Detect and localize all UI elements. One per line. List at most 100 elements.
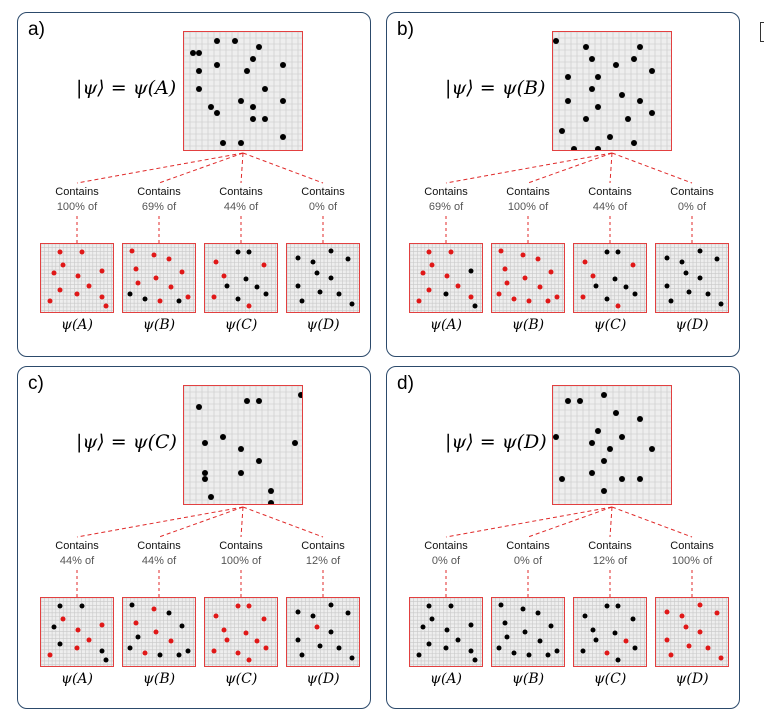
state-dot [310,259,316,264]
connector-line [527,152,613,184]
percent-text: 0% of [308,201,338,213]
basis-caption: ψ(C) [593,317,627,333]
shared-dot [580,294,586,299]
state-dot [705,291,711,297]
state-dot [697,275,703,281]
shared-dot [429,262,435,268]
state-dot [612,630,618,636]
shared-dot [705,645,711,651]
state-dot [190,50,196,56]
state-dot [295,283,301,289]
percent-text: 12% of [592,555,628,567]
state-dot [553,38,559,44]
shared-dot [224,637,230,643]
state-dot [238,140,244,146]
state-dot [250,116,256,122]
state-dot [619,476,625,482]
state-dot [623,284,629,290]
panel-label: d) [397,373,414,394]
state-dot [664,283,670,289]
connector-line [76,506,244,538]
state-dot [238,470,244,476]
state-dot [238,446,244,452]
basis-caption: ψ(C) [224,671,258,687]
basis-caption: ψ(B) [511,317,545,333]
state-dot [607,446,613,452]
state-dot [625,116,631,122]
state-dot [649,446,655,452]
state-dot [220,140,226,146]
shared-dot [679,613,685,618]
state-dot [601,458,607,464]
state-dot [416,652,422,658]
shared-dot [582,259,588,264]
shared-dot [511,296,517,302]
contains-text: Contains [301,186,345,198]
state-dot [590,627,595,632]
basis-caption: ψ(A) [60,671,93,687]
shared-dot [47,652,53,658]
percent-text: 69% of [141,201,177,213]
state-dot [127,645,133,651]
connector-line [240,506,244,538]
basis-state-grid [655,597,729,667]
state-dot [496,645,502,651]
state-dot [235,249,241,255]
shared-dot [263,645,269,651]
basis-state-grid [286,597,360,667]
state-dot [468,622,474,628]
state-dot [250,104,256,110]
state-dot [214,62,220,68]
shared-dot [718,655,724,660]
shared-dot [683,624,689,630]
main-state-grid [183,31,303,151]
state-dot [443,645,449,651]
state-dot [179,623,185,629]
state-dot [522,629,528,635]
state-dot [613,410,619,416]
panel-label: a) [28,19,45,40]
state-dot [607,134,613,140]
shared-dot [455,283,461,289]
state-dot [683,270,689,276]
shared-dot [504,280,510,285]
state-dot [196,68,202,74]
basis-caption: ψ(D) [675,317,709,333]
shared-dot [554,294,560,299]
shared-dot [211,648,217,653]
state-dot [668,298,674,304]
shared-dot [135,280,141,285]
connector-line [242,506,324,538]
percent-text: 100% of [220,555,262,567]
state-equation: |ψ⟩ = ψ(C) = [76,431,199,453]
shared-dot [246,303,252,309]
shared-dot [51,270,57,276]
connector-line [611,152,693,184]
state-dot [448,603,454,609]
state-dot [637,416,643,422]
state-dot [472,657,478,663]
state-dot [571,146,577,150]
state-dot [577,398,583,404]
state-dot [235,296,241,302]
basis-caption: ψ(B) [142,317,176,333]
basis-state-grid [491,597,565,667]
shared-dot [448,249,454,255]
shared-dot [60,262,66,268]
shared-dot [545,298,550,304]
state-dot [537,638,543,644]
state-dot [256,44,262,50]
basis-caption: ψ(A) [429,671,462,687]
shared-dot [590,273,595,278]
state-dot [589,440,595,446]
state-dot [196,50,202,56]
state-dot [280,134,286,140]
basis-caption: ψ(B) [142,671,176,687]
state-dot [336,645,342,651]
main-state-grid [552,385,672,505]
state-dot [298,392,302,398]
contains-text: Contains [137,186,181,198]
